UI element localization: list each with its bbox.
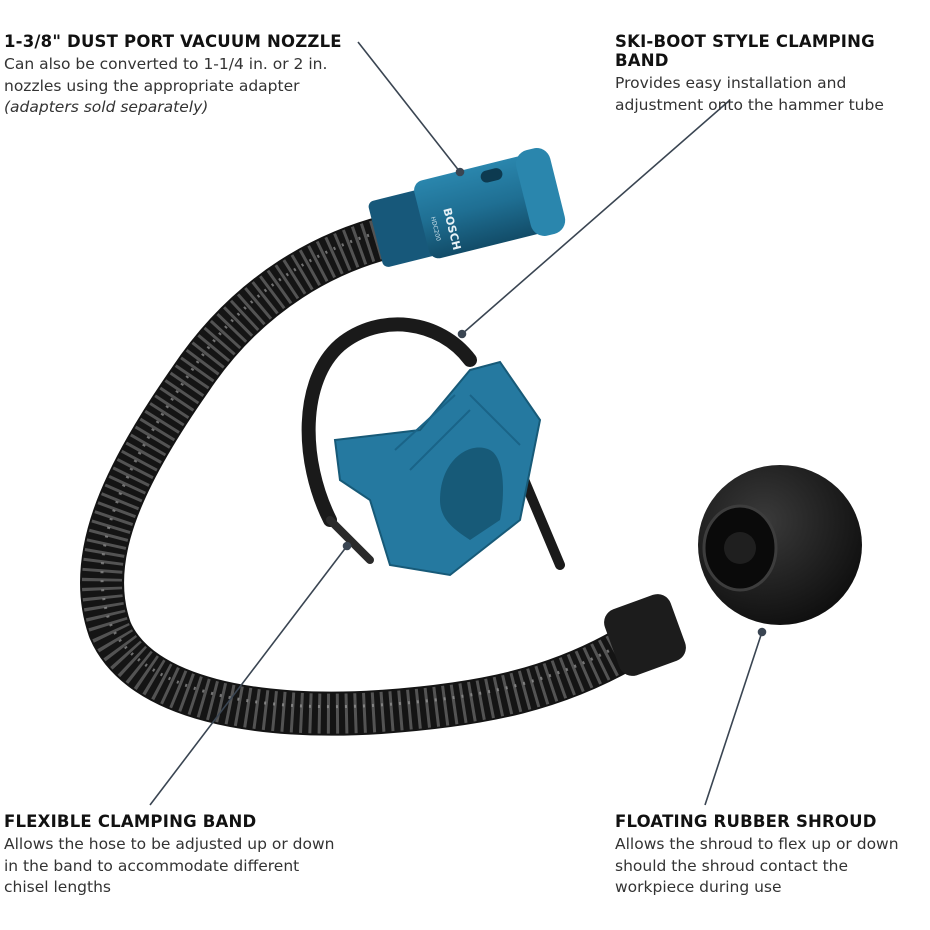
callout-title: 1-3/8" DUST PORT VACUUM NOZZLE: [4, 32, 342, 51]
callout-title: FLEXIBLE CLAMPING BAND: [4, 812, 257, 831]
clamp-body: [333, 360, 542, 577]
leader-line-shroud: [704, 631, 763, 806]
callout-vacuum-nozzle: 1-3/8" DUST PORT VACUUM NOZZLE Can also …: [4, 32, 364, 119]
callout-rubber-shroud: FLOATING RUBBER SHROUD Allows the shroud…: [615, 812, 930, 899]
leader-dot-shroud: [757, 627, 767, 637]
callout-title: SKI-BOOT STYLE CLAMPING BAND: [615, 32, 875, 70]
callout-text: Can also be converted to 1-1/4 in. or 2 …: [4, 54, 364, 119]
leader-dot-flexible-band: [342, 541, 352, 551]
callout-body: Provides easy installation and adjustmen…: [615, 74, 884, 114]
leader-lines: [149, 41, 767, 806]
vacuum-nozzle: BOSCH HDC200: [368, 148, 566, 267]
callout-note: (adapters sold separately): [4, 98, 209, 116]
callout-body: Can also be converted to 1-1/4 in. or 2 …: [4, 55, 328, 95]
leader-dot-nozzle: [455, 167, 465, 177]
leader-dot-ski-boot: [457, 329, 467, 339]
callout-body: Allows the hose to be adjusted up or dow…: [4, 835, 335, 896]
callout-ski-boot-band: SKI-BOOT STYLE CLAMPING BAND Provides ea…: [615, 32, 930, 116]
callout-flexible-band: FLEXIBLE CLAMPING BAND Allows the hose t…: [4, 812, 344, 899]
leader-line-flexible-band: [149, 545, 348, 806]
callout-body: Allows the shroud to flex up or down sho…: [615, 835, 899, 896]
leader-line-nozzle: [357, 41, 461, 173]
rubber-shroud: [604, 465, 862, 676]
leader-line-ski-boot: [461, 99, 731, 335]
callout-title: FLOATING RUBBER SHROUD: [615, 812, 877, 831]
corrugated-hose: [79, 213, 662, 736]
